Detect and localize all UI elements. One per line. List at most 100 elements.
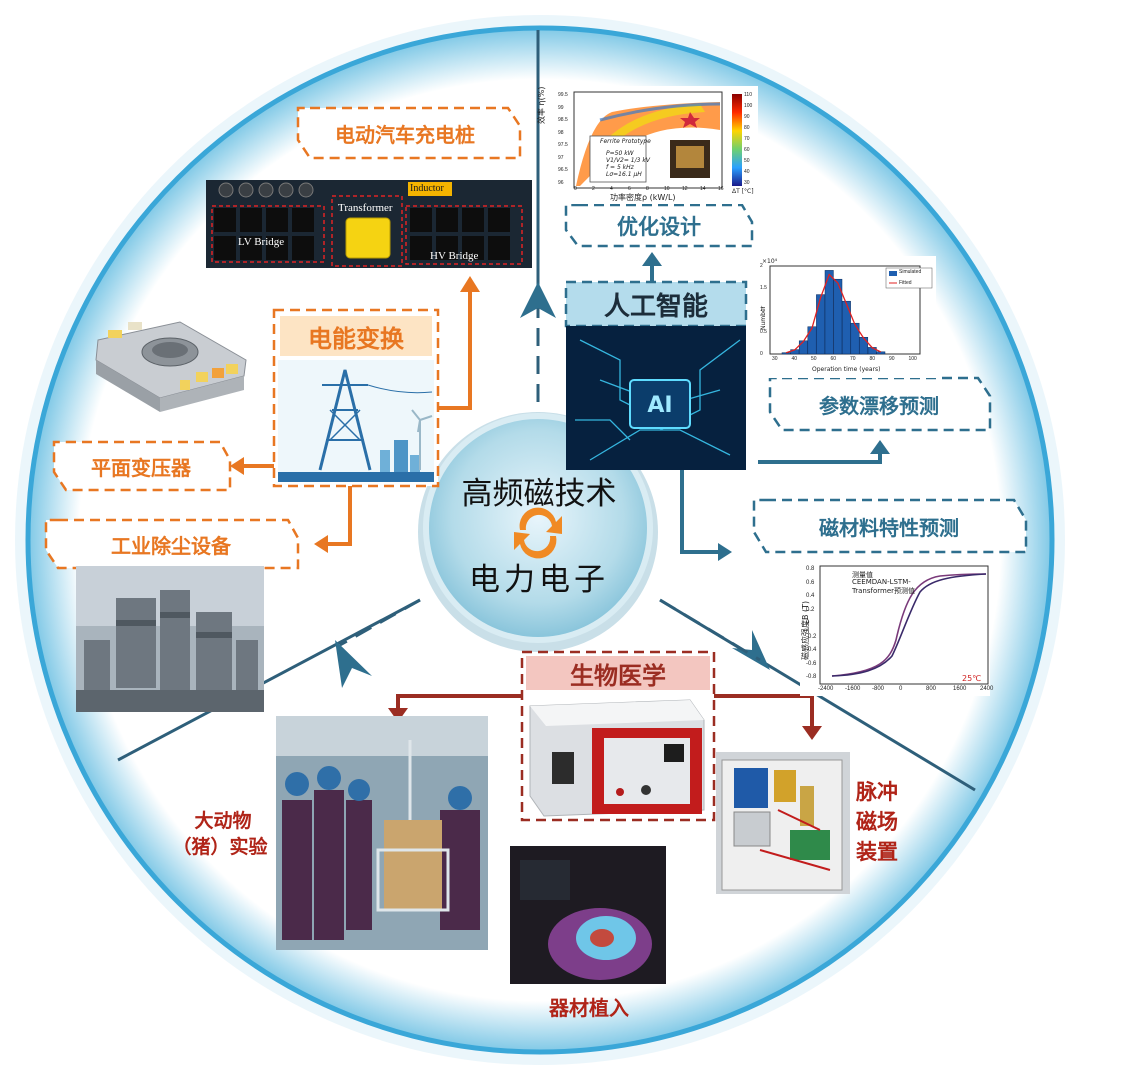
hist-ytick: 1 bbox=[760, 307, 763, 313]
cycle-icon bbox=[519, 507, 562, 534]
pareto-param-2: f = 5 kHz bbox=[606, 164, 634, 171]
pareto-xtick: 6 bbox=[628, 186, 631, 192]
hist-xtick: 100 bbox=[908, 356, 917, 362]
svg-text:AI: AI bbox=[647, 393, 672, 418]
label-animal-experiment-1: 大动物 bbox=[194, 810, 252, 832]
hist-ytick: 1.5 bbox=[760, 285, 767, 291]
pareto-xlabel: 功率密度ρ (kW/L) bbox=[610, 193, 676, 202]
hist-bar bbox=[841, 300, 851, 355]
bh-ytick: -0.6 bbox=[806, 660, 817, 667]
board-label-hv: HV Bridge bbox=[430, 250, 479, 262]
board-label-lv: LV Bridge bbox=[238, 236, 285, 248]
pareto-ylabel: 效率 η(%) bbox=[537, 86, 546, 124]
hist-xtick: 80 bbox=[869, 356, 876, 362]
pareto-xtick: 16 bbox=[718, 186, 724, 192]
pareto-xtick: 8 bbox=[646, 186, 649, 192]
hist-xtick: 70 bbox=[850, 356, 856, 362]
hist-xtick: 60 bbox=[830, 356, 837, 362]
section-title-bio: 生物医学 bbox=[570, 661, 666, 690]
pareto-legend: Ferrite Prototype bbox=[600, 138, 651, 145]
bh-xtick: -2400 bbox=[818, 686, 834, 692]
bh-xtick: -1600 bbox=[845, 686, 861, 692]
pareto-xtick: 2 bbox=[592, 186, 595, 192]
pareto-xtick: 14 bbox=[700, 186, 706, 192]
label-animal-experiment-2: （猪）实验 bbox=[172, 836, 268, 858]
pareto-ytick: 98 bbox=[558, 129, 564, 136]
section-title-power: 电能变换 bbox=[308, 324, 404, 353]
bh-ytick: 0.6 bbox=[806, 579, 815, 586]
hist-bar bbox=[781, 352, 791, 355]
bh-ytick: 0 bbox=[806, 620, 810, 626]
bh-ytick: 0.4 bbox=[806, 593, 815, 599]
bh-xtick: 1600 bbox=[953, 686, 967, 692]
center-title-line1: 高频磁技术 bbox=[461, 475, 617, 512]
planar-transformer-model bbox=[95, 321, 247, 412]
label-ev-charger: 电动汽车充电桩 bbox=[335, 122, 475, 147]
pareto-ytick: 98.5 bbox=[558, 117, 568, 123]
pareto-cbar-tick: 40 bbox=[744, 169, 750, 175]
board-label-inductor: Inductor bbox=[410, 183, 444, 194]
pareto-ytick: 97.5 bbox=[558, 142, 568, 148]
pareto-ytick: 97 bbox=[558, 154, 564, 161]
label-implant: 器材植入 bbox=[549, 996, 629, 1020]
pareto-cbar-tick: 50 bbox=[744, 158, 750, 164]
bh-ytick: 0.2 bbox=[806, 606, 815, 613]
bh-xtick: 0 bbox=[899, 686, 903, 692]
hist-legend-simulated: Simulated bbox=[899, 269, 922, 275]
bh-ytick: 0.8 bbox=[806, 566, 815, 572]
pareto-param-3: Lσ=16.1 μH bbox=[606, 171, 642, 178]
hist-exponent: ×10⁴ bbox=[762, 258, 778, 265]
pareto-ytick: 96 bbox=[558, 179, 564, 186]
hist-xtick: 50 bbox=[811, 356, 817, 362]
bh-temp-label: 25℃ bbox=[962, 674, 982, 683]
pareto-cbar-tick: 80 bbox=[744, 125, 750, 131]
label-dust-removal: 工业除尘设备 bbox=[111, 533, 231, 558]
bh-curve-measured bbox=[831, 573, 987, 677]
bh-curve-predicted bbox=[831, 573, 987, 677]
bh-ytick: -0.2 bbox=[806, 633, 817, 640]
pareto-cbar-tick: 60 bbox=[744, 147, 750, 153]
bh-ytick: -0.8 bbox=[806, 674, 817, 680]
hist-bar bbox=[816, 294, 826, 355]
hist-ytick: 2 bbox=[760, 263, 763, 269]
pareto-cbar-tick: 100 bbox=[744, 103, 753, 109]
label-pulse-3: 装置 bbox=[856, 840, 898, 864]
pareto-xtick: 12 bbox=[682, 186, 688, 192]
pareto-param-0: P=50 kW bbox=[606, 150, 634, 157]
pareto-param-1: V1/V2= 1/3 kV bbox=[606, 157, 650, 164]
arrowhead-right bbox=[732, 630, 770, 670]
section-title-ai: 人工智能 bbox=[603, 291, 708, 322]
pulse-instrument-box bbox=[529, 699, 705, 817]
center-circle bbox=[423, 413, 653, 643]
hist-xtick: 30 bbox=[772, 356, 778, 362]
pareto-ytick: 99.5 bbox=[558, 92, 568, 98]
center-title-line2: 电力电子 bbox=[469, 561, 609, 598]
label-planar-transformer: 平面变压器 bbox=[91, 455, 191, 480]
hist-legend-fitted: Fitted bbox=[899, 280, 912, 286]
label-material-prediction: 磁材料特性预测 bbox=[819, 515, 959, 540]
bh-xtick: 800 bbox=[926, 686, 937, 692]
bh-ytick: -0.4 bbox=[806, 647, 817, 653]
bh-legend-0: 测量值 bbox=[852, 571, 873, 579]
hist-bar bbox=[876, 351, 886, 355]
pareto-xtick: 0 bbox=[574, 186, 577, 192]
label-optimal-design: 优化设计 bbox=[617, 215, 701, 239]
hist-xtick: 90 bbox=[889, 356, 895, 362]
hist-fit-line bbox=[785, 273, 882, 354]
hist-legend-swatch bbox=[889, 271, 897, 276]
hist-legend-box bbox=[885, 267, 933, 289]
hist-bar bbox=[859, 337, 869, 355]
label-pulse-2: 磁场 bbox=[856, 810, 898, 834]
pareto-cbar-tick: 110 bbox=[744, 92, 752, 98]
bh-xtick: -800 bbox=[872, 686, 885, 692]
bh-legend-1: CEEMDAN-LSTM-Transformer预测值 bbox=[852, 578, 916, 595]
pareto-ytick: 96.5 bbox=[558, 167, 568, 173]
pareto-xtick: 10 bbox=[664, 186, 670, 192]
hist-xlabel: Operation time (years) bbox=[812, 366, 881, 373]
hist-bar bbox=[850, 322, 860, 355]
arrowhead-left bbox=[335, 640, 372, 688]
hist-ytick: 0.5 bbox=[760, 329, 767, 335]
board-label-transformer: Transformer bbox=[338, 202, 393, 214]
